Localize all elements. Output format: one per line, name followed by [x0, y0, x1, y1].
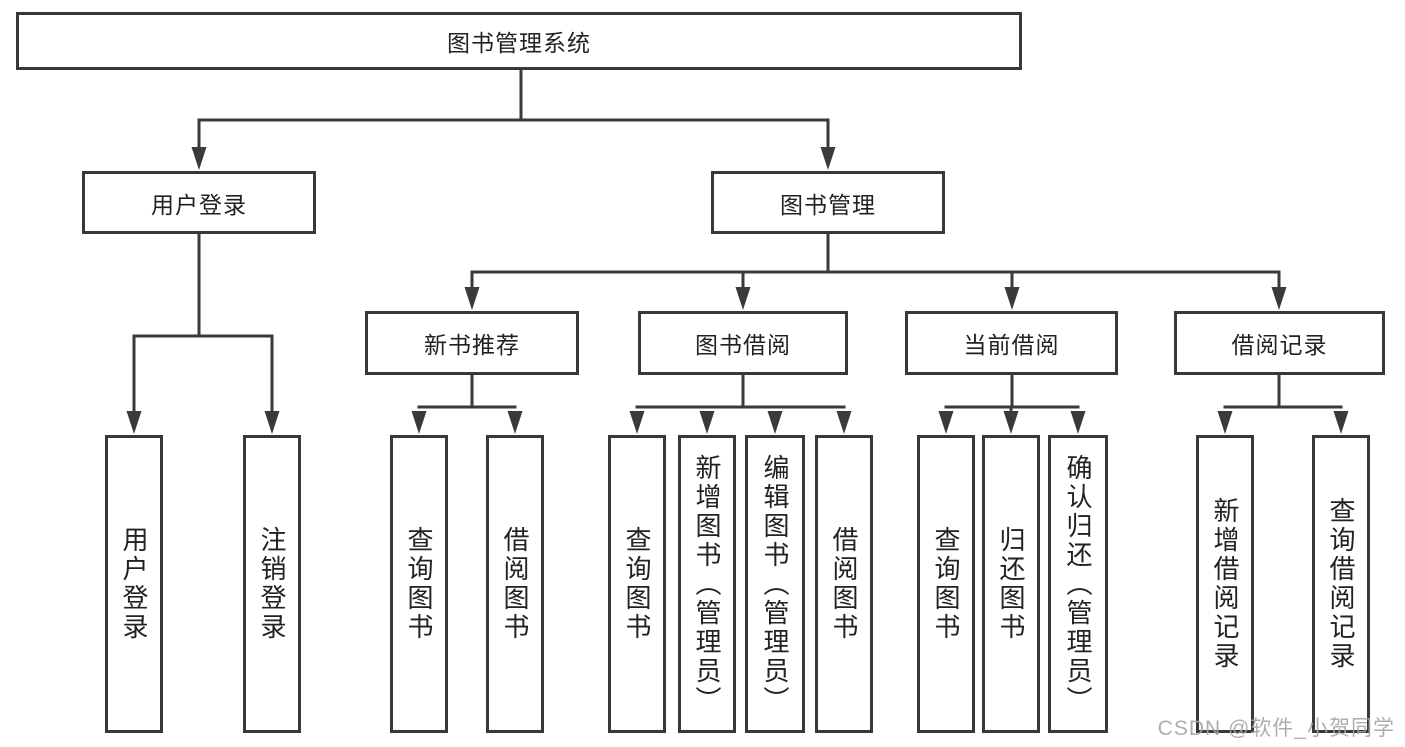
leaf-cb-return-books: 归还图书	[982, 435, 1040, 733]
node-label: 借阅图书	[829, 526, 859, 642]
node-book-management: 图书管理	[711, 171, 945, 234]
leaf-cb-query-books: 查询图书	[917, 435, 975, 733]
leaf-nbr-borrow-books: 借阅图书	[486, 435, 544, 733]
arrowhead-down-icon	[507, 411, 523, 434]
leaf-logout: 注销登录	[243, 435, 301, 733]
arrowhead-down-icon	[1333, 411, 1349, 434]
connector-current-borrow-to-leaves	[938, 373, 1086, 434]
arrowhead-down-icon	[699, 411, 715, 434]
arrowhead-down-icon	[191, 147, 207, 170]
arrowhead-down-icon	[938, 411, 954, 434]
arrowhead-down-icon	[735, 287, 751, 310]
arrowhead-down-icon	[464, 287, 480, 310]
arrowhead-down-icon	[629, 411, 645, 434]
arrowhead-down-icon	[836, 411, 852, 434]
csdn-watermark: CSDN @软件_小贺同学	[1157, 717, 1395, 740]
node-label: 借阅记录	[1231, 332, 1328, 358]
connector-book-mgmt-to-level3	[464, 232, 1287, 310]
arrowhead-down-icon	[1070, 411, 1086, 434]
node-book-borrowing: 图书借阅	[638, 311, 848, 375]
arrowhead-down-icon	[1271, 287, 1287, 310]
arrowhead-down-icon	[820, 147, 836, 170]
connector-new-book-rec-to-leaves	[411, 373, 523, 434]
leaf-user-login: 用户登录	[105, 435, 163, 733]
leaf-br-add-borrow-record: 新增借阅记录	[1196, 435, 1254, 733]
node-label: 查询图书	[622, 526, 652, 642]
node-label: 归还图书	[996, 526, 1026, 642]
node-label: 新书推荐	[424, 332, 520, 358]
node-label: 借阅图书	[500, 526, 530, 642]
node-label: 注销登录	[257, 526, 287, 642]
node-label: 新增借阅记录	[1210, 497, 1240, 671]
connector-book-borrow-to-leaves	[629, 373, 852, 434]
node-label: 当前借阅	[963, 332, 1060, 358]
node-label: 图书借阅	[695, 332, 791, 358]
node-borrow-records: 借阅记录	[1174, 311, 1385, 375]
arrowhead-down-icon	[264, 411, 280, 434]
arrowhead-down-icon	[767, 411, 783, 434]
leaf-cb-confirm-return-admin: 确认归还（管理员）	[1048, 435, 1108, 733]
node-user-login: 用户登录	[82, 171, 316, 234]
node-label: 图书管理系统	[447, 30, 591, 56]
node-new-book-recommend: 新书推荐	[365, 311, 579, 375]
node-current-borrowing: 当前借阅	[905, 311, 1118, 375]
leaf-bb-borrow-books: 借阅图书	[815, 435, 873, 733]
leaf-bb-query-books: 查询图书	[608, 435, 666, 733]
node-label: 新增图书（管理员）	[692, 453, 722, 715]
node-library-management-system: 图书管理系统	[16, 12, 1022, 70]
leaf-bb-add-books-admin: 新增图书（管理员）	[678, 435, 736, 733]
connector-root-to-level2	[191, 67, 836, 170]
connector-user-login-to-leaves	[126, 232, 280, 434]
arrowhead-down-icon	[1003, 411, 1019, 434]
node-label: 查询图书	[404, 526, 434, 642]
arrowhead-down-icon	[411, 411, 427, 434]
node-label: 确认归还（管理员）	[1063, 453, 1093, 715]
node-label: 用户登录	[119, 526, 149, 642]
node-label: 查询借阅记录	[1326, 497, 1356, 671]
arrowhead-down-icon	[1217, 411, 1233, 434]
arrowhead-down-icon	[126, 411, 142, 434]
node-label: 用户登录	[151, 191, 247, 218]
node-label: 图书管理	[780, 191, 876, 218]
leaf-nbr-query-books: 查询图书	[390, 435, 448, 733]
leaf-br-query-borrow-record: 查询借阅记录	[1312, 435, 1370, 733]
node-label: 查询图书	[931, 526, 961, 642]
arrowhead-down-icon	[1004, 287, 1020, 310]
leaf-bb-edit-books-admin: 编辑图书（管理员）	[745, 435, 805, 733]
connector-borrow-records-to-leaves	[1217, 373, 1349, 434]
node-label: 编辑图书（管理员）	[760, 453, 790, 715]
